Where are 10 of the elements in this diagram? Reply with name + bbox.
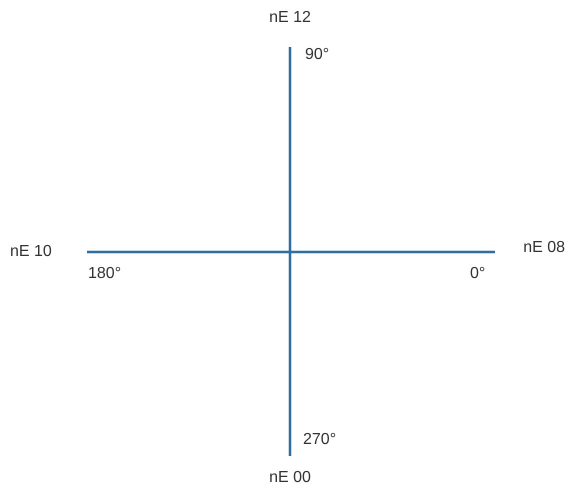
angle-label: 180° bbox=[88, 264, 122, 284]
axis-end-label: nE 10 bbox=[10, 242, 87, 262]
angle-label: 270° bbox=[303, 430, 336, 450]
axis-end-label: nE 08 bbox=[495, 238, 565, 258]
angle-label: 0° bbox=[470, 264, 486, 284]
angle-label: 90° bbox=[305, 45, 330, 65]
axis-end-label: nE 00 bbox=[268, 456, 312, 488]
axis-end-label: nE 12 bbox=[268, 8, 312, 47]
axis-line bbox=[288, 47, 292, 456]
axis-line bbox=[87, 250, 495, 254]
